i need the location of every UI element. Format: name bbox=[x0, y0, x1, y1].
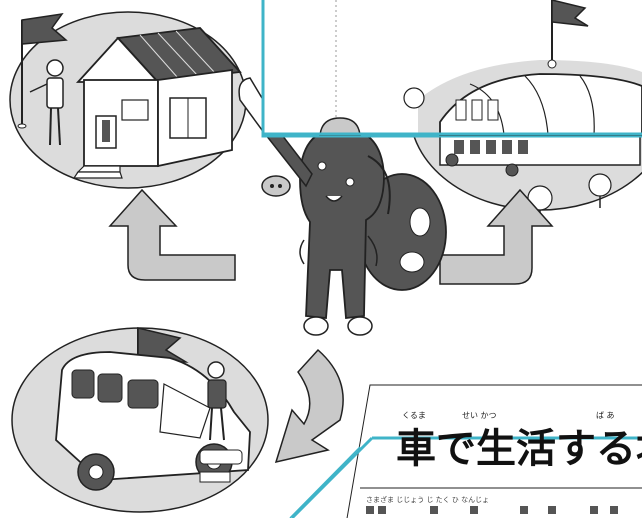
top-panel-frame bbox=[263, 0, 642, 136]
footnote-ruby: さまざま じじょう じ たく ひ なんじょ bbox=[366, 495, 489, 504]
panel-heading: 車で生活する場合 bbox=[396, 426, 642, 472]
arrow-icon bbox=[276, 350, 343, 462]
home-scene bbox=[10, 12, 246, 188]
ruby-seikatsu: せい かつ bbox=[462, 411, 497, 420]
ruby-kuruma: くるま bbox=[402, 411, 426, 420]
arrow-icon bbox=[110, 190, 235, 280]
ruby-baai: ば あ bbox=[596, 411, 615, 420]
car-scene bbox=[12, 328, 268, 512]
